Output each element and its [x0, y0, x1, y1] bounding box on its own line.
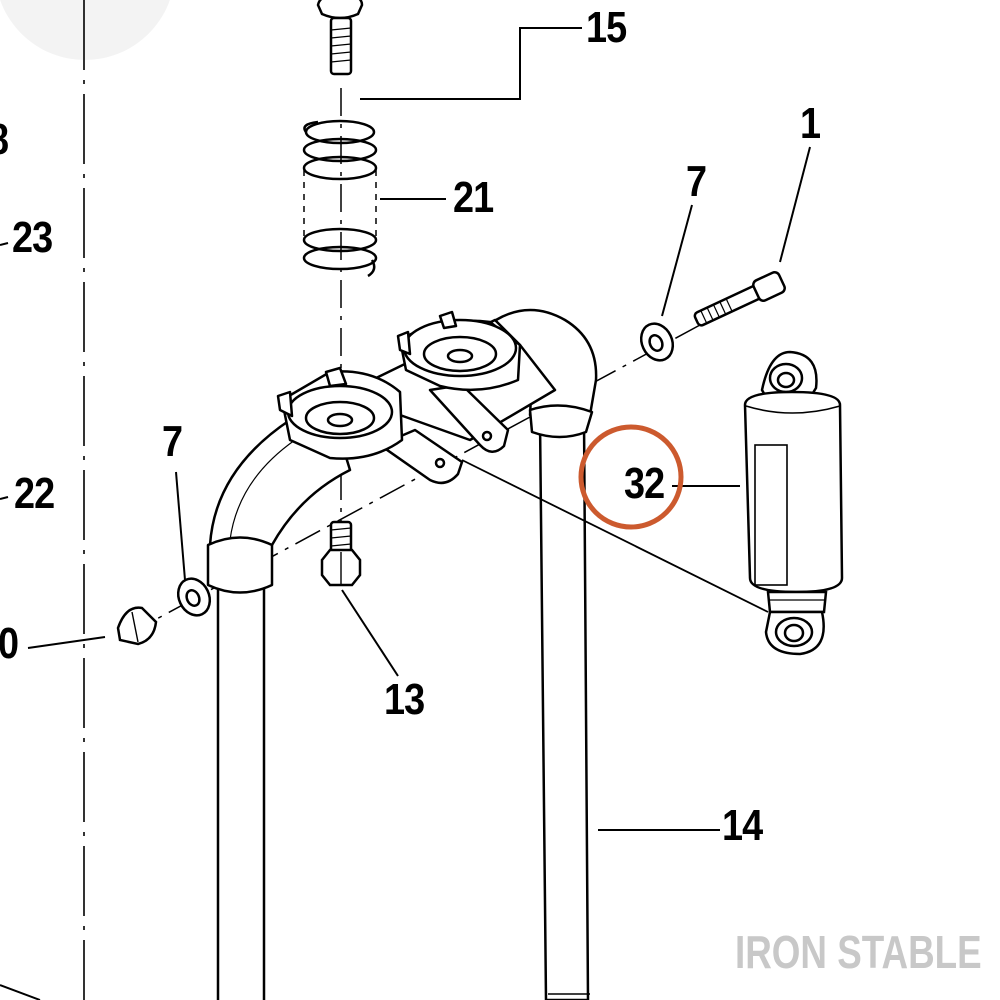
spring-21 — [302, 119, 378, 278]
callout-15: 15 — [586, 3, 627, 52]
callout-1: 1 — [800, 99, 821, 148]
bolt-15 — [316, 0, 364, 76]
acorn-nut — [116, 606, 158, 646]
callout-32: 32 — [624, 459, 665, 508]
damper-32 — [743, 350, 844, 656]
triple-tree — [206, 308, 598, 594]
callout-14: 14 — [722, 801, 763, 850]
washer-7-right — [639, 322, 675, 362]
highlight-ring — [578, 424, 684, 530]
leader-lines — [0, 27, 811, 1000]
damper-link-line — [461, 459, 769, 613]
watermark-text: IRON STABLE — [735, 926, 982, 978]
callout-22: 22 — [14, 469, 55, 518]
callout-0: 0 — [0, 619, 19, 668]
grease-fitting-13 — [320, 520, 362, 587]
callout-13: 13 — [384, 675, 425, 724]
callout-21: 21 — [453, 173, 494, 222]
fork-legs — [216, 419, 590, 1000]
callout-7-right: 7 — [686, 157, 707, 206]
bolt-1 — [693, 270, 786, 327]
callout-7-left: 7 — [162, 417, 183, 466]
corner-blob — [0, 0, 170, 60]
callout-23: 23 — [12, 213, 53, 262]
washer-7-left — [176, 577, 212, 617]
callout-8: 8 — [0, 118, 9, 162]
